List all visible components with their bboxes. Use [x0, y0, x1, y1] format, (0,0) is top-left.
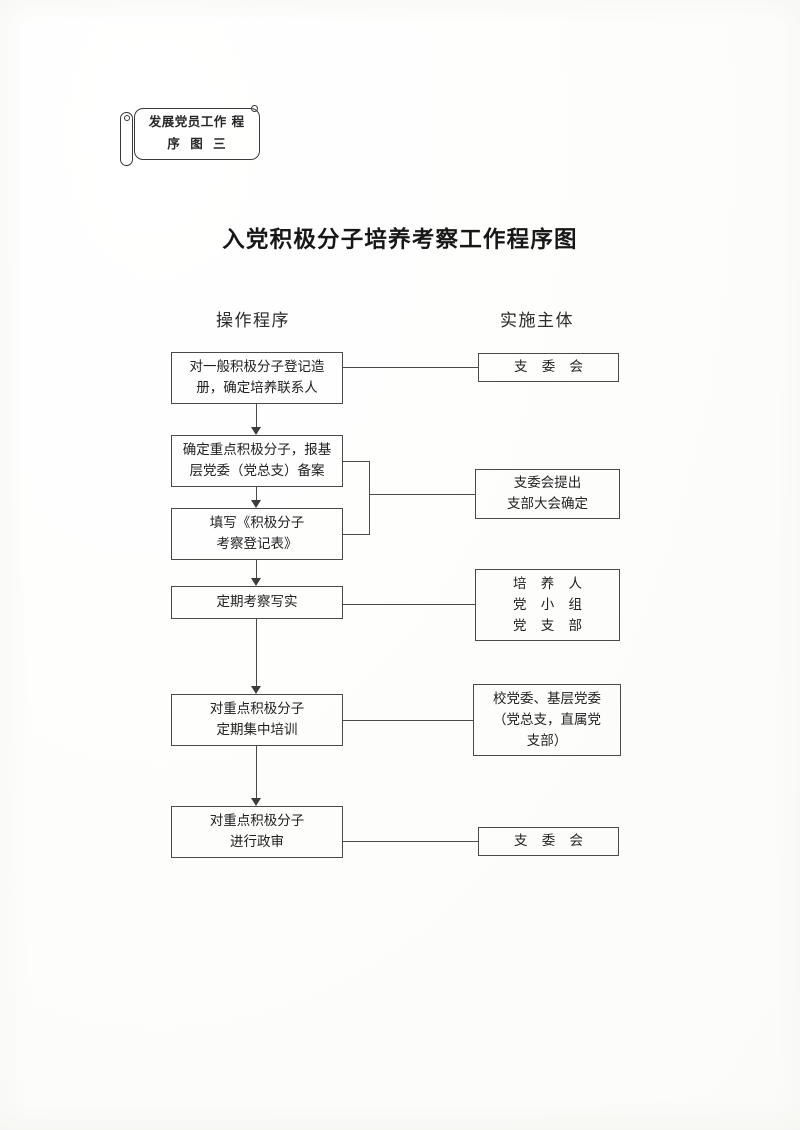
flow-node-line: 填写《积极分子: [209, 515, 305, 531]
page-title: 入党积极分子培养考察工作程序图: [222, 227, 578, 253]
connector-step6-body5: [343, 841, 478, 843]
flow-node-step-6: 对重点积极分子 进行政审: [171, 806, 343, 858]
connector-step5-body4: [343, 720, 473, 722]
scroll-banner-line2: 程 序 图 三: [167, 114, 248, 151]
flow-node-line: 对重点积极分子: [209, 701, 305, 717]
arrowhead-step3: [251, 500, 261, 508]
flow-node-line: 定期集中培训: [216, 722, 298, 738]
scroll-banner: 发展党员工作 程 序 图 三: [120, 104, 260, 166]
scroll-curl-left-icon: [123, 115, 130, 121]
scroll-roller-icon: [120, 112, 133, 166]
arrowhead-step2: [251, 427, 261, 435]
flow-node-line: 层党委（党总支）备案: [189, 463, 325, 479]
connector-step3-bracket: [343, 534, 370, 536]
flow-node-line: 对重点积极分子: [209, 813, 305, 829]
flow-node-line: 对一般积极分子登记造: [189, 359, 325, 375]
flow-node-body-3: 培 养 人 党 小 组 党 支 部: [475, 569, 620, 641]
flow-node-line: 党 支 部: [512, 617, 588, 634]
flow-node-step-1: 对一般积极分子登记造 册，确定培养联系人: [171, 352, 343, 404]
connector-bracket-body2: [369, 494, 475, 496]
arrowhead-step6: [251, 798, 261, 806]
flow-node-line: 支委会提出: [513, 475, 582, 491]
connector-step3-step4: [256, 560, 258, 578]
scroll-banner-body: [134, 108, 260, 160]
connector-step5-step6: [256, 746, 258, 798]
flow-node-line: 进行政审: [230, 834, 284, 850]
connector-step2-step3: [256, 487, 258, 500]
flow-node-line: 考察登记表》: [216, 536, 298, 552]
flow-node-step-4: 定期考察写实: [171, 586, 343, 619]
flow-node-line: （党总支，直属党: [493, 711, 601, 728]
scroll-curl-right-icon: [251, 105, 258, 112]
flow-node-body-5: 支 委 会: [478, 827, 619, 856]
arrowhead-step5: [251, 686, 261, 694]
flow-node-line: 支部）: [526, 732, 568, 749]
scroll-banner-text: 发展党员工作 程 序 图 三: [140, 111, 256, 155]
connector-step4-step5: [256, 619, 258, 686]
flow-node-line: 册，确定培养联系人: [196, 380, 318, 396]
flow-node-line: 定期考察写实: [216, 594, 298, 610]
flow-node-step-3: 填写《积极分子 考察登记表》: [171, 508, 343, 560]
flow-node-line: 校党委、基层党委: [493, 690, 601, 707]
flow-node-line: 党 小 组: [512, 596, 588, 613]
flow-node-line: 支 委 会: [513, 833, 589, 849]
column-header-responsible: 实施主体: [500, 311, 574, 331]
connector-step2-bracket: [343, 461, 370, 463]
connector-step1-step2: [256, 404, 258, 427]
connector-step4-body3: [343, 604, 475, 606]
flow-node-line: 支 委 会: [513, 359, 589, 375]
flow-node-body-4: 校党委、基层党委 （党总支，直属党 支部）: [473, 684, 621, 756]
flow-node-step-2: 确定重点积极分子，报基 层党委（党总支）备案: [171, 435, 343, 487]
flow-node-line: 培 养 人: [512, 575, 588, 592]
connector-step1-body1: [343, 367, 478, 369]
flow-node-body-2: 支委会提出 支部大会确定: [475, 469, 620, 519]
flow-node-body-1: 支 委 会: [478, 353, 619, 382]
arrowhead-step4: [251, 578, 261, 586]
flow-node-line: 确定重点积极分子，报基: [182, 442, 332, 458]
flow-node-step-5: 对重点积极分子 定期集中培训: [171, 694, 343, 746]
connector-bracket-vertical: [369, 461, 371, 535]
scroll-banner-line1: 发展党员工作: [148, 114, 227, 129]
column-header-procedure: 操作程序: [216, 311, 290, 331]
flow-node-line: 支部大会确定: [507, 496, 588, 512]
